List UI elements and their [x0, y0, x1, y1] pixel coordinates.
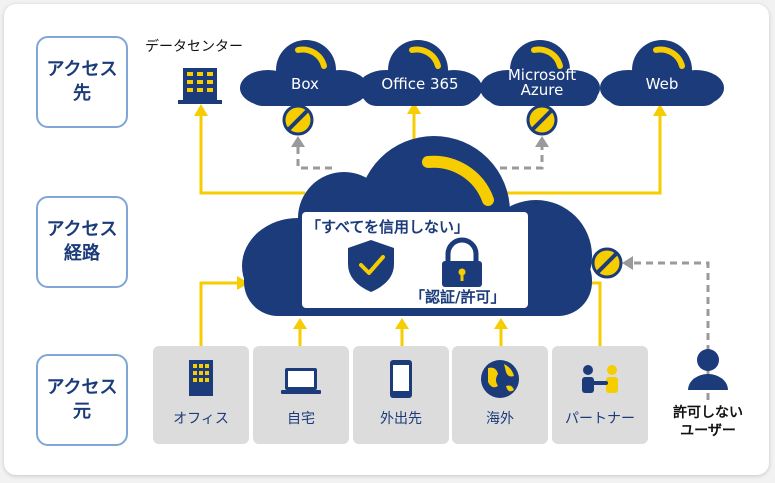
- cloud-box: [240, 40, 368, 106]
- source-office: オフィス: [153, 346, 249, 444]
- blocked-icon-box: [282, 104, 314, 136]
- zero-trust-title: 「すべてを信用しない」: [306, 218, 470, 236]
- source-label-partner: パートナー: [565, 411, 635, 427]
- blocked-arrows: [296, 146, 710, 400]
- lock-icon: [442, 237, 482, 287]
- smartphone-icon: [390, 360, 412, 398]
- cloud-office365: [358, 40, 482, 106]
- source-overseas: 海外: [452, 346, 548, 444]
- shield-icon: [348, 240, 394, 292]
- arrow-to-web: [500, 115, 662, 195]
- cloud-azure: [480, 40, 600, 106]
- blocked-icon-azure: [526, 104, 558, 136]
- cloud-label-box: Box: [291, 75, 319, 93]
- building-icon: [189, 360, 213, 396]
- source-label-office: オフィス: [173, 411, 229, 427]
- handshake-icon: [582, 365, 618, 393]
- datacenter-icon: [178, 68, 222, 104]
- cloud-label-web: Web: [645, 75, 679, 93]
- row-label-route: アクセス 経路: [36, 196, 128, 288]
- source-label-overseas: 海外: [486, 411, 514, 427]
- row-label-source: アクセス 元: [36, 354, 128, 446]
- globe-icon: [481, 360, 519, 398]
- arrow-from-partner: [588, 281, 602, 346]
- arrow-from-office: [199, 281, 238, 346]
- blocked-arrowheads: [291, 136, 633, 270]
- cloud-label-office365: Office 365: [381, 75, 459, 93]
- trust-panel: [302, 212, 528, 308]
- row-label-destination: アクセス 先: [36, 36, 128, 128]
- cloud-label-azure: Microsoft Azure: [507, 66, 577, 99]
- source-home: 自宅: [253, 346, 349, 444]
- source-outside: 外出先: [353, 346, 449, 444]
- unauthorized-user-label: 許可しない ユーザー: [673, 405, 743, 439]
- arrow-to-datacenter: [199, 115, 305, 195]
- source-label-outside: 外出先: [380, 411, 422, 427]
- source-partner: パートナー: [552, 346, 648, 444]
- laptop-icon: [281, 368, 321, 394]
- source-label-home: 自宅: [287, 411, 315, 427]
- auth-label: 「認証/許可」: [410, 288, 506, 306]
- blocked-icon-user: [591, 247, 623, 279]
- allowed-arrows: [199, 112, 662, 346]
- datacenter-label: データセンター: [145, 39, 243, 55]
- user-icon: [688, 349, 728, 390]
- cloud-web: [600, 40, 724, 106]
